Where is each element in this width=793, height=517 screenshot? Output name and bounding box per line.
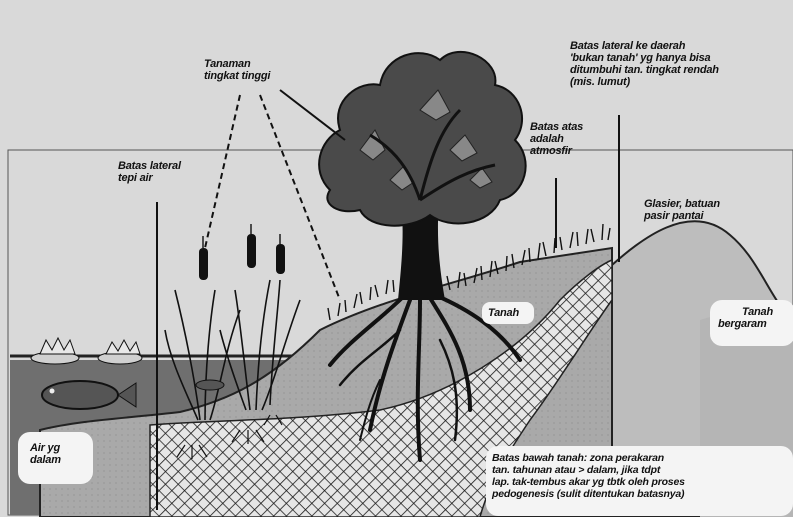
tree-canopy — [319, 52, 526, 226]
label-batas-bawah: Batas bawah tanah: zona perakaran tan. t… — [492, 452, 685, 500]
label-air-dalam: Air yg dalam — [30, 442, 61, 466]
label-batas-lateral-tepi-air: Batas lateral tepi air — [118, 160, 181, 184]
label-batas-lateral-bukan-tanah: Batas lateral ke daerah 'bukan tanah' yg… — [570, 40, 719, 88]
label-tanaman-tingkat-tinggi: Tanaman tingkat tinggi — [204, 58, 270, 82]
label-tanah: Tanah — [488, 307, 519, 319]
label-glasier: Glasier, batuan pasir pantai — [644, 198, 720, 222]
label-tanah-bergaram: Tanah bergaram — [718, 306, 773, 330]
tree-pointer-line — [280, 90, 345, 140]
reed-pointer-line — [205, 95, 240, 248]
label-batas-atas: Batas atas adalah atmosfir — [530, 121, 583, 157]
